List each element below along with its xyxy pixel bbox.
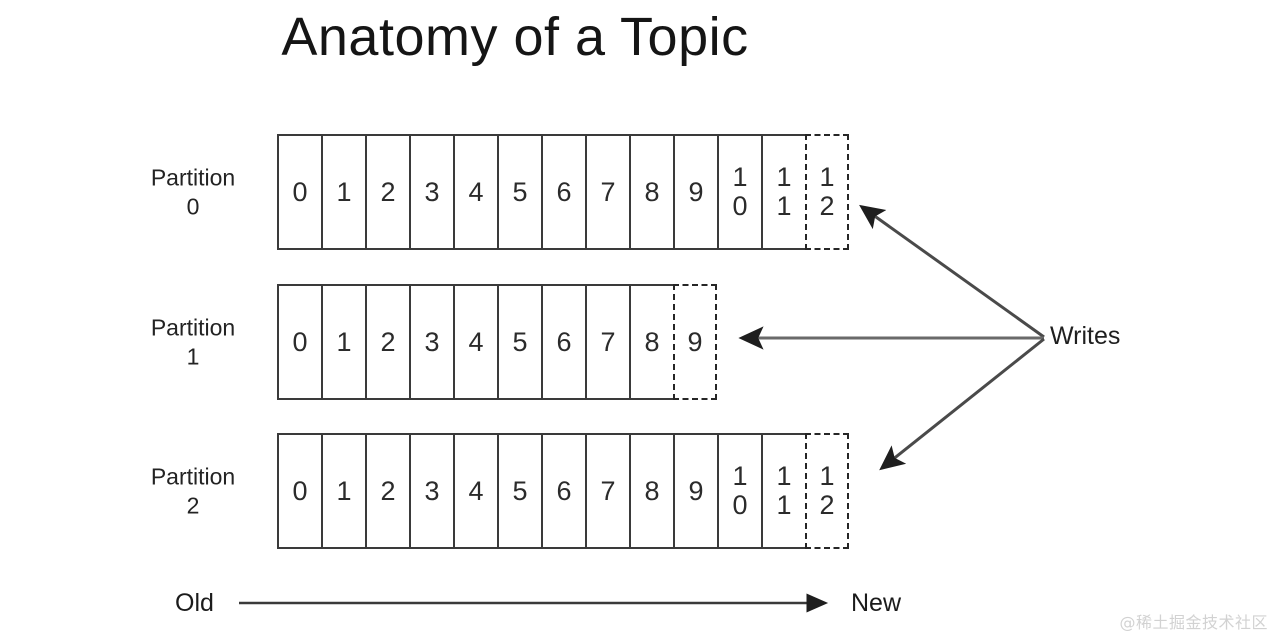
cell-digit: 5 <box>512 176 528 207</box>
partition-label-line2: 0 <box>186 193 200 219</box>
partition-cell: 2 <box>365 284 409 400</box>
axis-label-new: New <box>851 589 902 617</box>
cell-digit: 0 <box>292 326 308 357</box>
cell-digit: 2 <box>380 326 396 357</box>
cell-digit: 0 <box>732 191 748 221</box>
cell-digit: 2 <box>819 490 835 520</box>
partition-cell: 8 <box>629 284 673 400</box>
partition-cell: 0 <box>277 284 321 400</box>
partition-cell: 1 <box>321 284 365 400</box>
partition-label-line2: 2 <box>186 492 200 518</box>
partition-cell: 4 <box>453 433 497 549</box>
cell-digit: 1 <box>732 461 748 491</box>
partition-cell: 0 <box>277 433 321 549</box>
cell-digit: 3 <box>424 475 440 506</box>
partition-cell: 5 <box>497 134 541 250</box>
partition-cell: 3 <box>409 433 453 549</box>
partition-cell: 8 <box>629 134 673 250</box>
writes-label: Writes <box>1050 322 1121 350</box>
cell-digit: 3 <box>424 176 440 207</box>
partition-cell: 6 <box>541 433 585 549</box>
partition-cell: 7 <box>585 433 629 549</box>
cell-digit: 4 <box>468 326 484 357</box>
cell-digit: 1 <box>819 162 835 192</box>
cell-digit: 0 <box>732 490 748 520</box>
cell-digit: 1 <box>336 475 352 506</box>
cell-digit: 2 <box>819 191 835 221</box>
cell-digit: 4 <box>468 176 484 207</box>
partition-cell: 3 <box>409 284 453 400</box>
partition-cell: 9 <box>673 433 717 549</box>
partition-cell: 0 <box>277 134 321 250</box>
cell-digit: 2 <box>380 475 396 506</box>
cell-digit: 8 <box>644 326 660 357</box>
partition-cell: 4 <box>453 134 497 250</box>
cell-digit: 8 <box>644 176 660 207</box>
cell-digit: 9 <box>688 475 704 506</box>
partition-cell: 6 <box>541 284 585 400</box>
partition-cell-pending: 9 <box>673 284 717 400</box>
partition-cell: 5 <box>497 433 541 549</box>
cell-digit: 1 <box>819 461 835 491</box>
partition-label-line1: Partition <box>150 463 236 490</box>
cell-digit: 0 <box>292 475 308 506</box>
partition-cell: 1 <box>321 433 365 549</box>
partition-cell: 5 <box>497 284 541 400</box>
partition-label-line1: Partition <box>150 314 236 341</box>
cell-digit: 7 <box>600 176 616 207</box>
cell-digit: 5 <box>512 475 528 506</box>
cell-digit: 8 <box>644 475 660 506</box>
cell-digit: 7 <box>600 326 616 357</box>
partition-cell: 4 <box>453 284 497 400</box>
partition-cell: 7 <box>585 284 629 400</box>
watermark: @稀土掘金技术社区 <box>1119 613 1268 632</box>
cell-digit: 5 <box>512 326 528 357</box>
partition-cell: 9 <box>673 134 717 250</box>
page-title: Anatomy of a Topic <box>281 7 749 67</box>
cell-digit: 4 <box>468 475 484 506</box>
cell-digit: 9 <box>687 326 703 357</box>
partition-cell: 7 <box>585 134 629 250</box>
cell-digit: 1 <box>732 162 748 192</box>
cell-digit: 7 <box>600 475 616 506</box>
cell-digit: 1 <box>776 162 792 192</box>
partition-cell: 3 <box>409 134 453 250</box>
cell-digit: 6 <box>556 176 572 207</box>
cell-digit: 3 <box>424 326 440 357</box>
cell-digit: 0 <box>292 176 308 207</box>
partition-cell: 6 <box>541 134 585 250</box>
partition-label-line2: 1 <box>186 343 200 369</box>
cell-digit: 1 <box>776 191 792 221</box>
cell-digit: 9 <box>688 176 704 207</box>
partition-cell: 2 <box>365 134 409 250</box>
cell-digit: 6 <box>556 475 572 506</box>
cell-digit: 1 <box>336 326 352 357</box>
cell-digit: 1 <box>336 176 352 207</box>
cell-digit: 1 <box>776 490 792 520</box>
cell-digit: 6 <box>556 326 572 357</box>
partition-label-line1: Partition <box>150 164 236 191</box>
cell-digit: 2 <box>380 176 396 207</box>
partition-cell: 2 <box>365 433 409 549</box>
partition-cell: 8 <box>629 433 673 549</box>
cell-digit: 1 <box>776 461 792 491</box>
axis-label-old: Old <box>175 589 214 617</box>
partition-cell: 1 <box>321 134 365 250</box>
